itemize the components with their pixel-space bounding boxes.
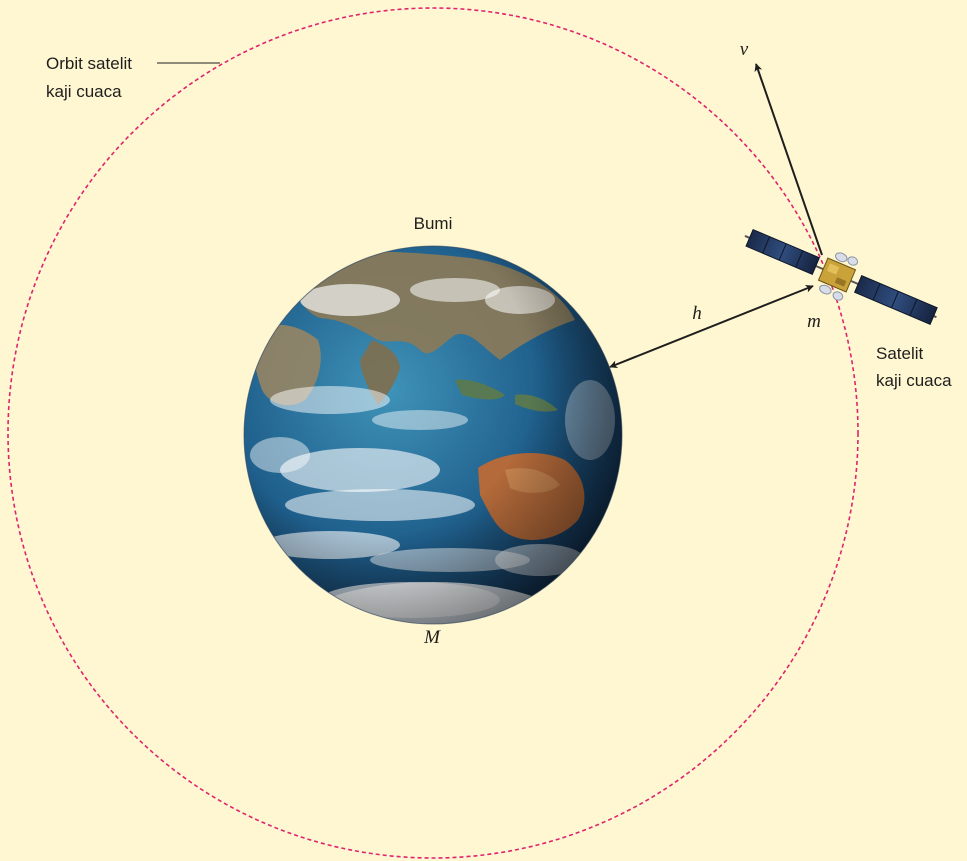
velocity-arrow	[754, 63, 823, 256]
height-arrow	[609, 284, 814, 369]
weather-satellite-icon	[744, 228, 938, 325]
satellite-mass-label: m	[807, 311, 821, 332]
orbit-label-line2: kaji cuaca	[46, 82, 122, 101]
satellite-orbit	[7, 7, 859, 859]
earth-mass-label: M	[423, 627, 441, 648]
height-label: h	[692, 303, 702, 324]
earth-label: Bumi	[414, 214, 453, 233]
orbit-label-line1: Orbit satelit	[46, 54, 132, 73]
earth-globe-icon	[243, 245, 623, 625]
velocity-label: v	[740, 39, 749, 60]
satellite-label-line1: Satelit	[876, 344, 924, 363]
satellite-label-line2: kaji cuaca	[876, 371, 952, 390]
